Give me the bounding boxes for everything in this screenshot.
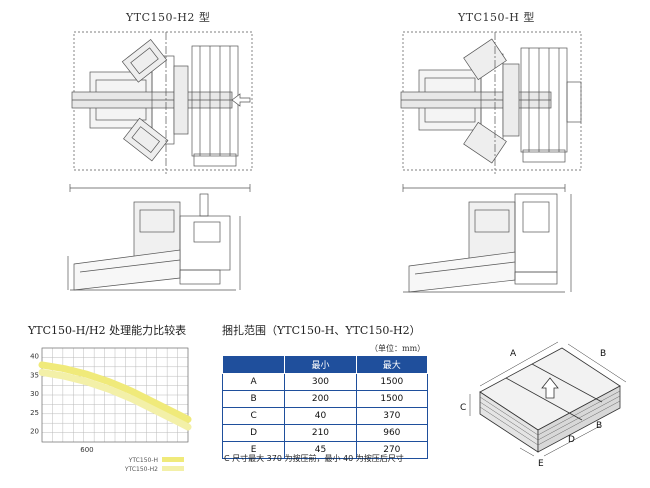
row-label: A: [221, 373, 286, 391]
bundle-label-a: A: [510, 349, 517, 359]
chart-legend-swatch-1: [162, 466, 184, 471]
bundle-label-e: E: [538, 459, 544, 469]
row-min: 300: [284, 373, 357, 391]
capacity-chart: 40 35 30 25 20 600 YTC150-H YTC150-H2: [30, 347, 192, 473]
table-row: B 200 1500: [221, 390, 429, 408]
chart-legend-label-1: YTC150-H2: [124, 466, 158, 473]
chart-frame: [41, 347, 189, 443]
table-row: A 300 1500: [221, 373, 429, 391]
table-corner-header: [221, 355, 286, 374]
chart-series-line-1: [38, 368, 192, 431]
table-header-max: 最大: [355, 355, 429, 374]
chart-caption: YTC150-H/H2 处理能力比较表: [28, 324, 187, 337]
bundle-label-d: D: [568, 435, 575, 445]
table-row: C 40 370: [221, 407, 429, 425]
bundle-label-b-front: B: [596, 421, 602, 431]
top-view-drawing-h: [400, 31, 582, 174]
row-max: 960: [355, 424, 429, 442]
row-max: 1500: [355, 390, 429, 408]
chart-y-tick: 35: [30, 371, 39, 379]
bundle-label-c: C: [460, 403, 466, 413]
top-view-drawing-h2: [71, 31, 253, 174]
bundle-diagram: A B C D B E: [460, 341, 627, 469]
table-row: E 45 270: [221, 441, 429, 459]
chart-series-line-0: [38, 361, 192, 423]
row-min: 210: [284, 424, 357, 442]
table-note: C 尺寸最大 370 为按压前，最小 40 为按压后尺寸: [224, 454, 404, 463]
table-caption: 捆扎范围（YTC150-H、YTC150-H2）: [222, 324, 421, 337]
drawing-title-h2: YTC150-H2 型: [126, 11, 211, 24]
row-label: D: [221, 424, 286, 442]
row-max: 270: [355, 441, 429, 459]
chart-legend-swatch-0: [162, 457, 184, 462]
chart-y-tick: 40: [30, 353, 39, 361]
row-max: 1500: [355, 373, 429, 391]
table-row: D 210 960: [221, 424, 429, 442]
row-min: 40: [284, 407, 357, 425]
chart-y-tick: 25: [30, 409, 39, 417]
chart-x-tick: 600: [80, 446, 93, 454]
row-max: 370: [355, 407, 429, 425]
row-label: C: [221, 407, 286, 425]
chart-y-tick: 30: [30, 390, 39, 398]
side-view-drawing-h2: [67, 184, 251, 291]
table-header-min: 最小: [284, 355, 357, 374]
binding-range-table: 最小 最大 A 300 1500 B 200 1500 C 40 370 D 2…: [221, 355, 429, 459]
chart-legend-label-0: YTC150-H: [128, 457, 158, 464]
drawing-title-h: YTC150-H 型: [458, 11, 535, 24]
chart-y-tick: 20: [30, 428, 39, 436]
side-view-drawing-h: [402, 184, 572, 293]
row-label: B: [221, 390, 286, 408]
row-min: 200: [284, 390, 357, 408]
table-unit: （单位：mm）: [370, 344, 426, 353]
bundle-label-b-top: B: [600, 349, 606, 359]
